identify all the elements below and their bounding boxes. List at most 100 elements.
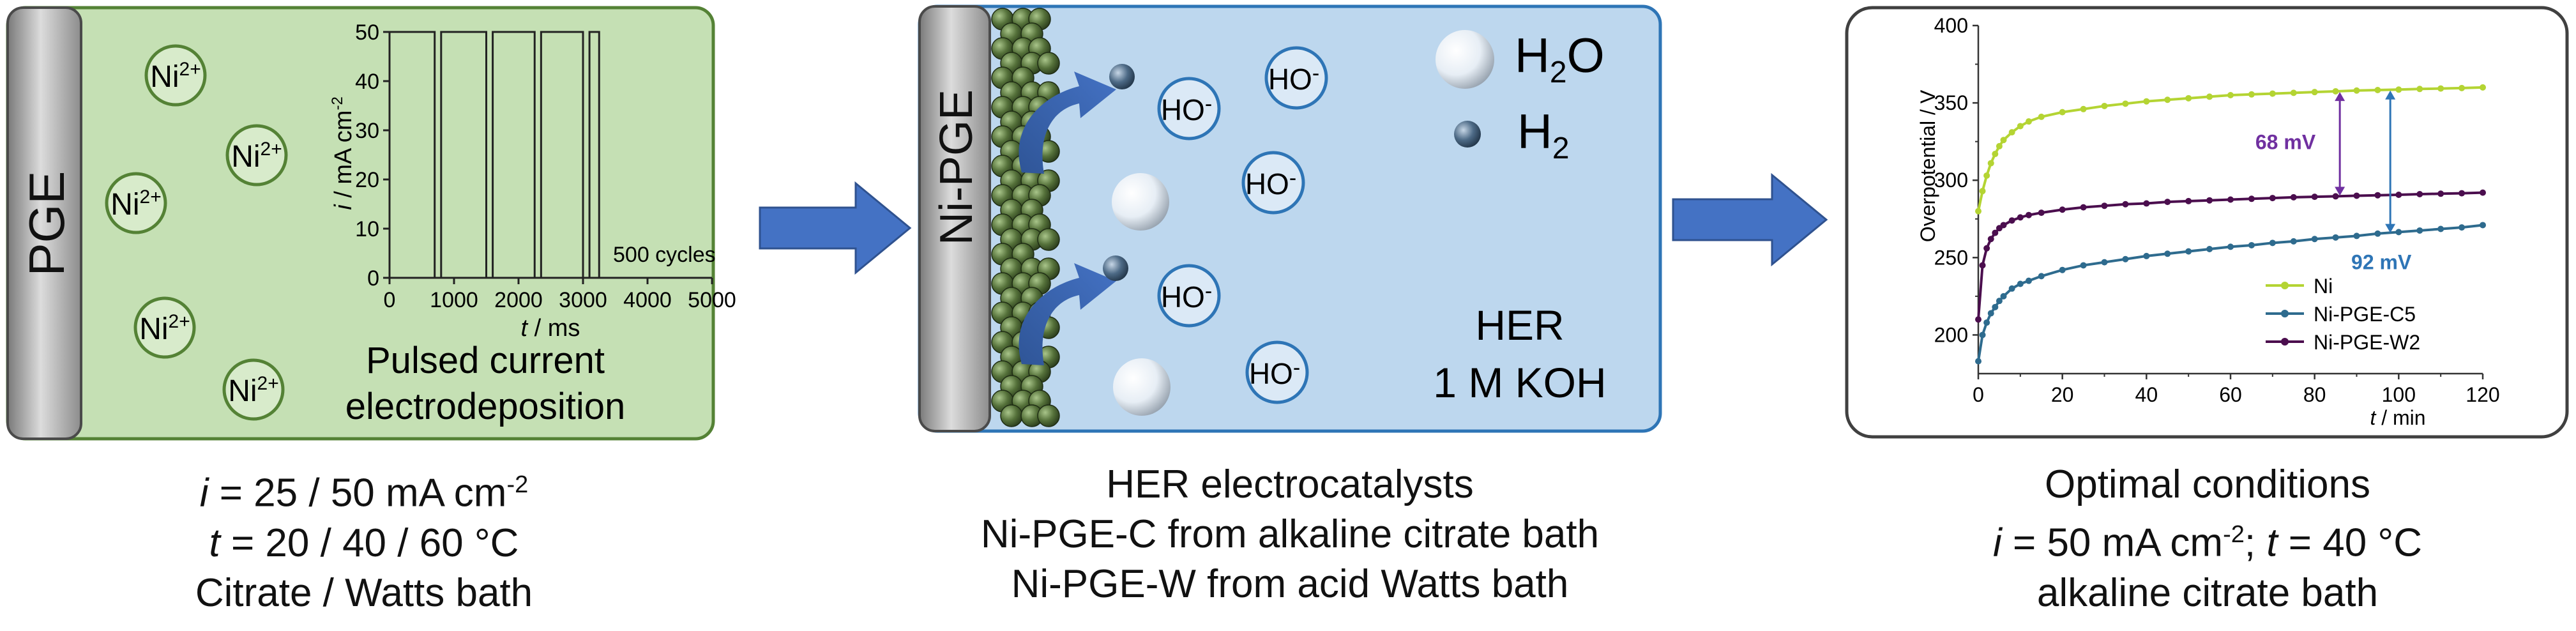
inset-y-tick-label: 50: [355, 20, 379, 45]
series-point: [2374, 230, 2381, 237]
caption-deposition-conditions: i = 25 / 50 mA cm-2 t = 20 / 40 / 60 °C …: [13, 460, 715, 618]
series-point: [2008, 217, 2015, 224]
h2-bubble: [1103, 255, 1128, 281]
series-point: [2101, 102, 2108, 109]
caption2-line3: Ni-PGE-W from acid Watts bath: [1011, 562, 1569, 606]
chart-y-tick-label: 200: [1934, 323, 1968, 346]
series-point: [2459, 190, 2466, 197]
series-point: [2227, 243, 2234, 250]
legend-marker: [2281, 338, 2289, 346]
series-point: [2026, 211, 2032, 218]
series-point: [2101, 202, 2108, 209]
legend-marker: [2281, 310, 2289, 317]
chart-x-label: t / min: [2370, 406, 2425, 429]
series-point: [2437, 85, 2444, 92]
caption3-line3: alkaline citrate bath: [2036, 570, 2379, 615]
series-point: [2269, 195, 2276, 202]
series-point: [1996, 298, 2003, 305]
series-point: [1979, 331, 1986, 338]
curved-arrow-lower: [1019, 263, 1116, 365]
series-point: [2480, 84, 2486, 91]
series-point: [1979, 188, 1986, 195]
ni-ion: Ni2+: [105, 172, 167, 234]
legend-label: Ni-PGE-C5: [2314, 303, 2416, 326]
panel3-frame: [1845, 6, 2569, 439]
ni-ion: Ni2+: [133, 296, 196, 359]
series-point: [2290, 238, 2297, 245]
svg-text:HO-: HO-: [1245, 166, 1296, 201]
caption-optimal-conditions: Optimal conditions i = 50 mA cm-2; t = 4…: [1845, 460, 2570, 618]
annotation-label: 92 mV: [2351, 250, 2412, 273]
series-point: [1987, 160, 1994, 167]
chart-x-tick-label: 60: [2219, 383, 2242, 406]
series-point: [2395, 191, 2402, 198]
svg-text:HO-: HO-: [1161, 92, 1212, 126]
inset-x-tick-label: 5000: [688, 288, 736, 312]
annotation-arrowhead: [2335, 92, 2345, 102]
series-point: [2290, 89, 2297, 96]
series-point: [2311, 194, 2318, 201]
series-point: [2374, 87, 2381, 94]
series-point: [2227, 92, 2234, 98]
inset-y-tick-label: 30: [355, 119, 379, 143]
legend-h2-label: H2: [1517, 105, 1570, 165]
svg-text:Ni2+: Ni2+: [228, 373, 279, 408]
ni-sphere: [1037, 404, 1060, 427]
svg-text:HO-: HO-: [1268, 61, 1319, 96]
series-point: [1987, 310, 1994, 317]
ni-sphere: [1000, 404, 1023, 427]
pge-electrode-label: PGE: [19, 171, 75, 277]
ni-pge-electrode-label: Ni-PGE: [931, 89, 982, 245]
annotation-label: 68 mV: [2255, 131, 2316, 154]
inset-x-tick-label: 3000: [559, 288, 607, 312]
chart-x-tick-label: 0: [1973, 383, 1984, 406]
reaction-label-line2: 1 M KOH: [1433, 359, 1606, 406]
series-point: [2416, 191, 2423, 198]
series-point: [1992, 151, 1999, 158]
ni-ion: Ni2+: [222, 358, 285, 421]
reaction-label-line1: HER: [1475, 301, 1564, 349]
pge-electrode: [6, 6, 82, 440]
h2o-bubble: [1113, 358, 1171, 416]
series-point: [1987, 236, 1994, 243]
series-point: [2000, 137, 2007, 144]
ni-sphere: [1037, 52, 1060, 75]
chart-x-tick-label: 40: [2135, 383, 2158, 406]
chart-x-tick-label: 100: [2382, 383, 2416, 406]
series-point: [2122, 201, 2129, 208]
curved-arrow-upper: [1019, 72, 1116, 174]
ni-pge-electrode: [918, 5, 991, 432]
caption3-line1: Optimal conditions: [2044, 462, 2371, 506]
svg-text:Ni2+: Ni2+: [139, 311, 190, 346]
series-point: [1983, 245, 1990, 252]
caption1-line1: i = 25 / 50 mA cm-2: [199, 471, 529, 515]
series-point: [2059, 206, 2066, 213]
series-point: [2437, 225, 2444, 232]
series-point: [2290, 194, 2297, 201]
series-point: [2206, 246, 2213, 253]
flow-arrow-1: [759, 181, 912, 275]
series-point: [2206, 197, 2213, 204]
series-point: [2332, 87, 2339, 95]
panel-her: Ni-PGE HO- HO- HO- HO- HO- H2O H2 HER 1 …: [918, 4, 1662, 433]
flow-arrow-2: [1672, 172, 1828, 267]
ni-deposit-spheres: [991, 8, 1060, 427]
series-point: [2122, 255, 2129, 262]
ni-ion: Ni2+: [225, 124, 288, 186]
svg-text:Ni2+: Ni2+: [110, 186, 162, 222]
svg-text:Ni2+: Ni2+: [150, 59, 201, 94]
series-point: [2395, 229, 2402, 236]
process-label-line1: Pulsed current: [366, 340, 605, 381]
legend-marker: [2281, 282, 2289, 289]
series-point: [2143, 98, 2150, 105]
inset-x-label: t / ms: [521, 315, 580, 342]
series-point: [2332, 193, 2339, 200]
hydroxide-ion: HO-: [1157, 77, 1221, 141]
series-point: [2122, 100, 2129, 107]
hydroxide-ion: HO-: [1245, 340, 1309, 404]
hydroxide-ion: HO-: [1264, 46, 1328, 110]
inset-y-tick-label: 10: [355, 217, 379, 241]
series-point: [2000, 293, 2007, 300]
svg-text:Ni2+: Ni2+: [231, 139, 282, 174]
